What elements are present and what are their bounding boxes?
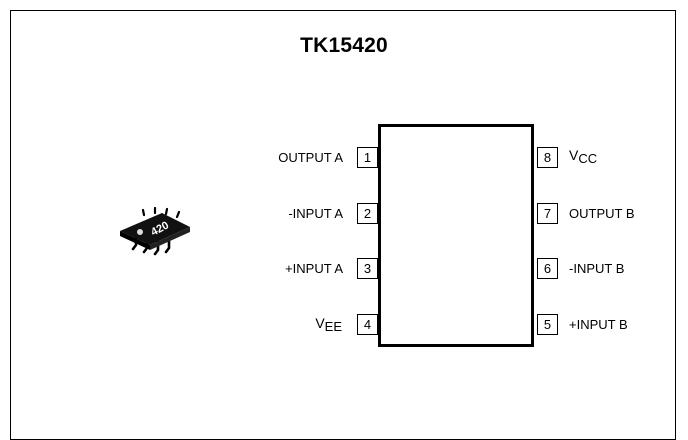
pin-6: 6 xyxy=(537,258,558,279)
pin-3: 3 xyxy=(357,258,378,279)
pin-4: 4 xyxy=(357,314,378,335)
pin-2: 2 xyxy=(357,203,378,224)
pin-1: 1 xyxy=(357,147,378,168)
sop8-package-icon: 420 xyxy=(120,207,190,256)
pin-4-label: VEE xyxy=(315,315,342,334)
pin-6-number: 6 xyxy=(543,261,552,276)
pin-8-label: VCC xyxy=(569,147,598,166)
page-title: TK15420 xyxy=(300,34,388,57)
pin-4-label-sub: EE xyxy=(324,319,342,334)
pin-4-label-main: V xyxy=(315,315,325,331)
pin-6-label: -INPUT B xyxy=(569,261,625,276)
pin-7: 7 xyxy=(537,203,558,224)
pin-8: 8 xyxy=(537,147,558,168)
pin-8-number: 8 xyxy=(543,150,552,165)
pin-5: 5 xyxy=(537,314,558,335)
pin-8-label-sub: CC xyxy=(578,151,598,166)
pin-7-number: 7 xyxy=(543,206,552,221)
pin-3-label: +INPUT A xyxy=(285,261,343,276)
pin-8-label-main: V xyxy=(569,147,579,163)
pin-3-number: 3 xyxy=(363,261,372,276)
pin-2-number: 2 xyxy=(363,206,372,221)
pin-1-number: 1 xyxy=(363,150,372,165)
pin-2-label: -INPUT A xyxy=(288,206,343,221)
ic-body xyxy=(378,124,534,347)
pin-5-label: +INPUT B xyxy=(569,317,628,332)
pin-1-label: OUTPUT A xyxy=(278,150,343,165)
pin-4-number: 4 xyxy=(363,317,372,332)
pin-7-label: OUTPUT B xyxy=(569,206,635,221)
diagram-frame xyxy=(10,10,676,440)
pin-5-number: 5 xyxy=(543,317,552,332)
